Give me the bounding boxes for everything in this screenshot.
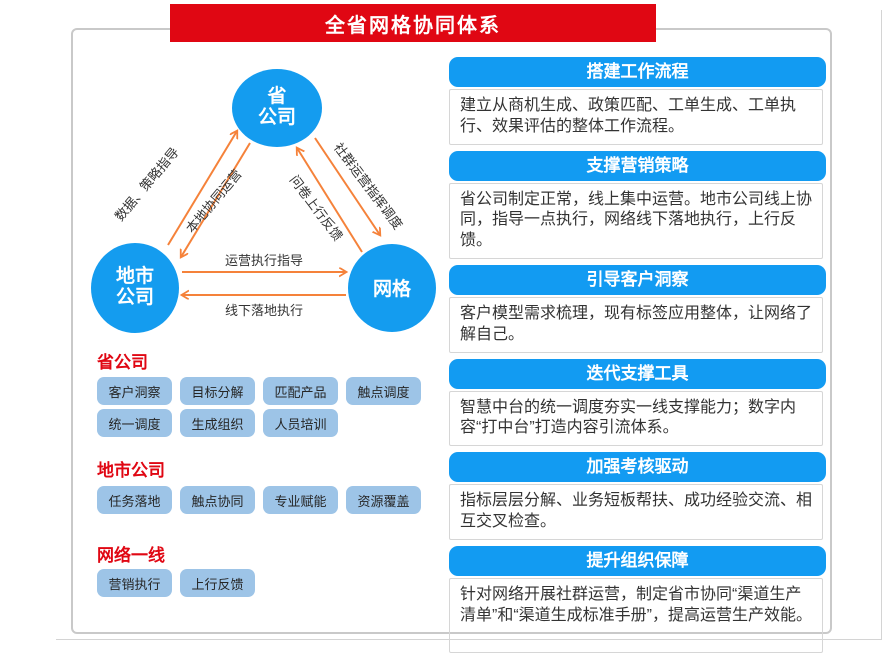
section-title-city: 地市公司	[97, 461, 165, 480]
chip-goal-decomposition: 目标分解	[180, 377, 255, 405]
node-city-label: 地市 公司	[95, 266, 175, 308]
chip-product-matching: 匹配产品	[263, 377, 338, 405]
chip-marketing-execution: 营销执行	[97, 569, 172, 597]
chip-touchpoint-scheduling: 触点调度	[346, 377, 421, 405]
chip-resource-coverage: 资源覆盖	[346, 486, 421, 514]
page-title: 全省网格协同体系	[325, 14, 501, 37]
node-province-line1: 省	[267, 86, 287, 107]
panel-assessment-drive-body: 指标层层分解、业务短板帮扶、成功经验交流、相互交叉检查。	[449, 484, 823, 540]
slide-edge-right	[881, 10, 882, 639]
panel-org-guarantee-header: 提升组织保障	[449, 545, 826, 576]
panel-support-tools-header: 迭代支撑工具	[449, 358, 826, 389]
node-city-line1: 地市	[115, 266, 154, 287]
chip-task-landing: 任务落地	[97, 486, 172, 514]
panel-support-tools-body: 智慧中台的统一调度夯实一线支撑能力；数字内容“打中台”打造内容引流体系。	[449, 390, 823, 447]
panel-customer-insight: 引导客户洞察 客户模型需求梳理，现有标签应用整体，让网络了解自己。	[449, 264, 826, 353]
chip-customer-insight: 客户洞察	[97, 377, 172, 405]
arrow-province-to-grid-outer	[314, 137, 380, 235]
panel-workflow-body: 建立从商机生成、政策匹配、工单生成、工单执行、效果评估的整体工作流程。	[449, 89, 823, 145]
panel-org-guarantee: 提升组织保障 针对网络开展社群运营，制定省市协同“渠道生产清单”和“渠道生成标准…	[449, 545, 826, 653]
page-title-banner: 全省网格协同体系	[170, 4, 656, 42]
arrow-grid-to-province-inner	[297, 148, 363, 253]
node-province-line2: 公司	[257, 107, 296, 128]
node-city-circle	[91, 243, 179, 333]
chip-org-generation: 生成组织	[180, 409, 255, 437]
panel-customer-insight-header: 引导客户洞察	[449, 264, 826, 295]
panel-workflow-header: 搭建工作流程	[449, 57, 826, 87]
edge-label-ops-exec-guide: 运营执行指导	[224, 253, 303, 268]
section-title-province: 省公司	[97, 353, 148, 372]
city-chip-row: 任务落地 触点协同 专业赋能 资源覆盖	[97, 486, 421, 514]
panel-workflow: 搭建工作流程 建立从商机生成、政策匹配、工单生成、工单执行、效果评估的整体工作流…	[449, 57, 826, 145]
panel-assessment-drive: 加强考核驱动 指标层层分解、业务短板帮扶、成功经验交流、相互交叉检查。	[449, 452, 826, 540]
province-chip-row-2: 统一调度 生成组织 人员培训	[97, 409, 338, 437]
node-province-label: 省 公司	[237, 86, 317, 128]
node-grid-circle	[348, 244, 436, 332]
chip-professional-empowerment: 专业赋能	[263, 486, 338, 514]
content-frame	[71, 28, 832, 634]
panel-marketing-strategy-header: 支撑营销策略	[449, 150, 826, 181]
chip-unified-scheduling: 统一调度	[97, 409, 172, 437]
panel-marketing-strategy-body: 省公司制定正常，线上集中运营。地市公司线上协同，指导一点执行，网络线下落地执行，…	[449, 182, 823, 259]
triangle-diagram	[91, 69, 436, 333]
section-title-frontline: 网络一线	[97, 546, 165, 565]
panel-marketing-strategy: 支撑营销策略 省公司制定正常，线上集中运营。地市公司线上协同，指导一点执行，网络…	[449, 150, 826, 259]
arrow-city-to-province-outer	[167, 131, 237, 246]
edge-label-offline-exec: 线下落地执行	[224, 303, 303, 318]
panel-support-tools: 迭代支撑工具 智慧中台的统一调度夯实一线支撑能力；数字内容“打中台”打造内容引流…	[449, 358, 826, 447]
arrow-province-to-city-inner	[181, 142, 251, 257]
node-grid-text: 网格	[372, 279, 411, 300]
node-grid-label: 网格	[352, 279, 432, 300]
chip-touchpoint-collaboration: 触点协同	[180, 486, 255, 514]
frontline-chip-row: 营销执行 上行反馈	[97, 569, 255, 597]
node-province-circle	[232, 69, 322, 147]
province-chip-row-1: 客户洞察 目标分解 匹配产品 触点调度	[97, 377, 421, 405]
chip-uplink-feedback: 上行反馈	[180, 569, 255, 597]
panel-customer-insight-body: 客户模型需求梳理，现有标签应用整体，让网络了解自己。	[449, 296, 823, 353]
panel-org-guarantee-body: 针对网络开展社群运营，制定省市协同“渠道生产清单”和“渠道生成标准手册”，提高运…	[449, 577, 823, 653]
chip-personnel-training: 人员培训	[263, 409, 338, 437]
node-city-line2: 公司	[115, 287, 154, 308]
panel-column: 搭建工作流程 建立从商机生成、政策匹配、工单生成、工单执行、效果评估的整体工作流…	[449, 57, 826, 659]
slide-edge-bottom	[56, 639, 882, 640]
panel-assessment-drive-header: 加强考核驱动	[449, 452, 826, 483]
